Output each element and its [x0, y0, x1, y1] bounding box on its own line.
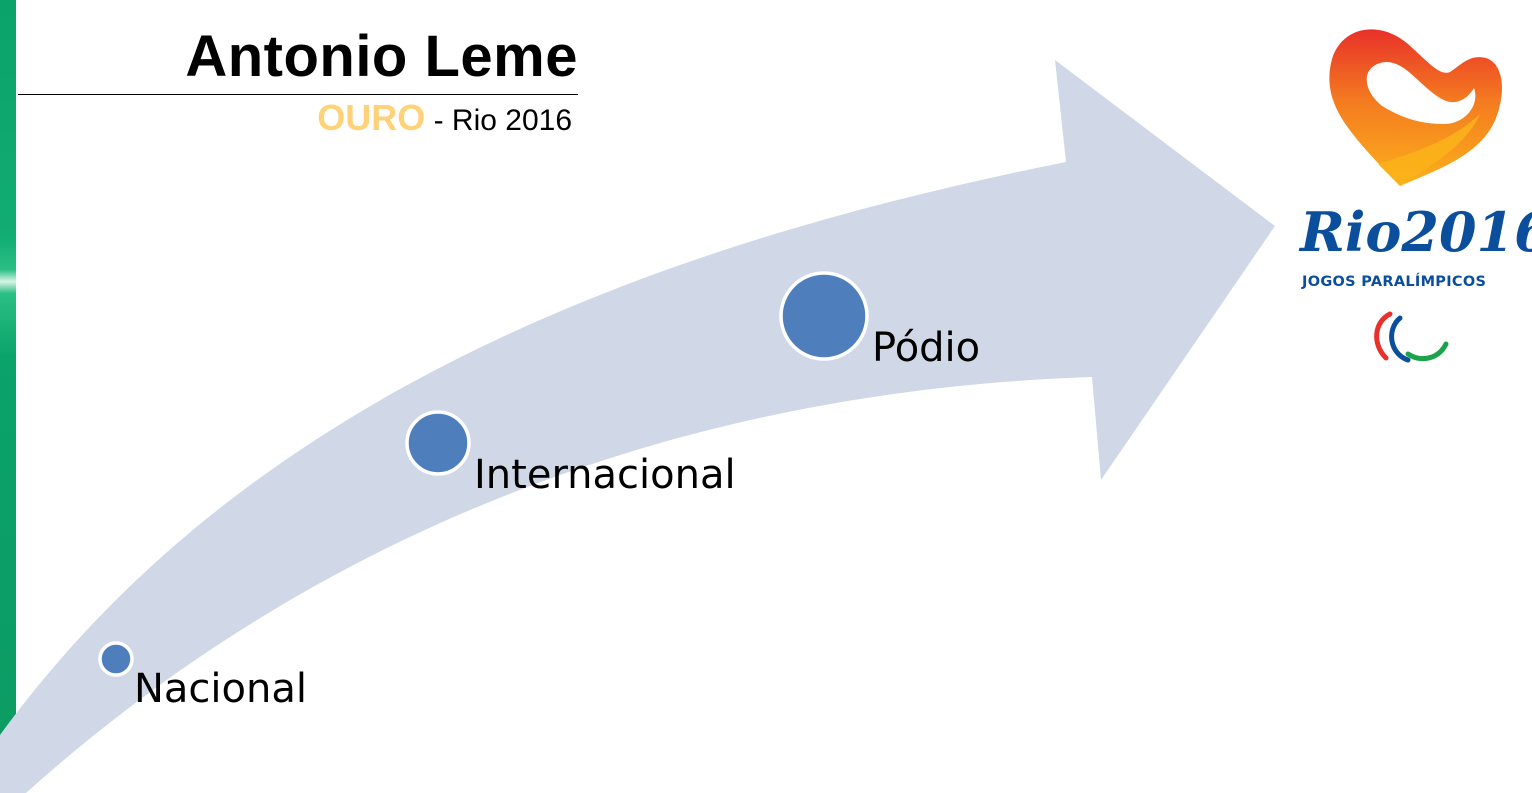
stage-node-nacional	[98, 641, 134, 677]
page-title: Antonio Leme	[185, 24, 578, 89]
heart-emblem	[1329, 29, 1502, 187]
stage-nacional: Nacional	[98, 641, 307, 712]
event-label: - Rio 2016	[425, 104, 572, 137]
subtitle: OURO - Rio 2016	[317, 96, 572, 148]
stage-internacional: Internacional	[405, 410, 736, 498]
rio2016-paralympic-logo: Rio2016 JOGOS PARALÍMPICOS	[1298, 29, 1532, 363]
agitos-icon	[1374, 311, 1449, 363]
stage-label-internacional: Internacional	[474, 452, 736, 498]
stage-node-podio	[779, 271, 869, 361]
stage-label-podio: Pódio	[872, 325, 980, 371]
left-accent-band	[0, 0, 16, 793]
stage-podio: Pódio	[779, 271, 980, 371]
medal-label: OURO	[317, 97, 426, 138]
stage-node-internacional	[405, 410, 471, 476]
title-underline	[18, 94, 578, 95]
logo-subtitle: JOGOS PARALÍMPICOS	[1301, 273, 1486, 290]
logo-wordmark: Rio2016	[1298, 200, 1532, 264]
stage-label-nacional: Nacional	[134, 666, 307, 712]
progress-arrow	[0, 60, 1275, 793]
